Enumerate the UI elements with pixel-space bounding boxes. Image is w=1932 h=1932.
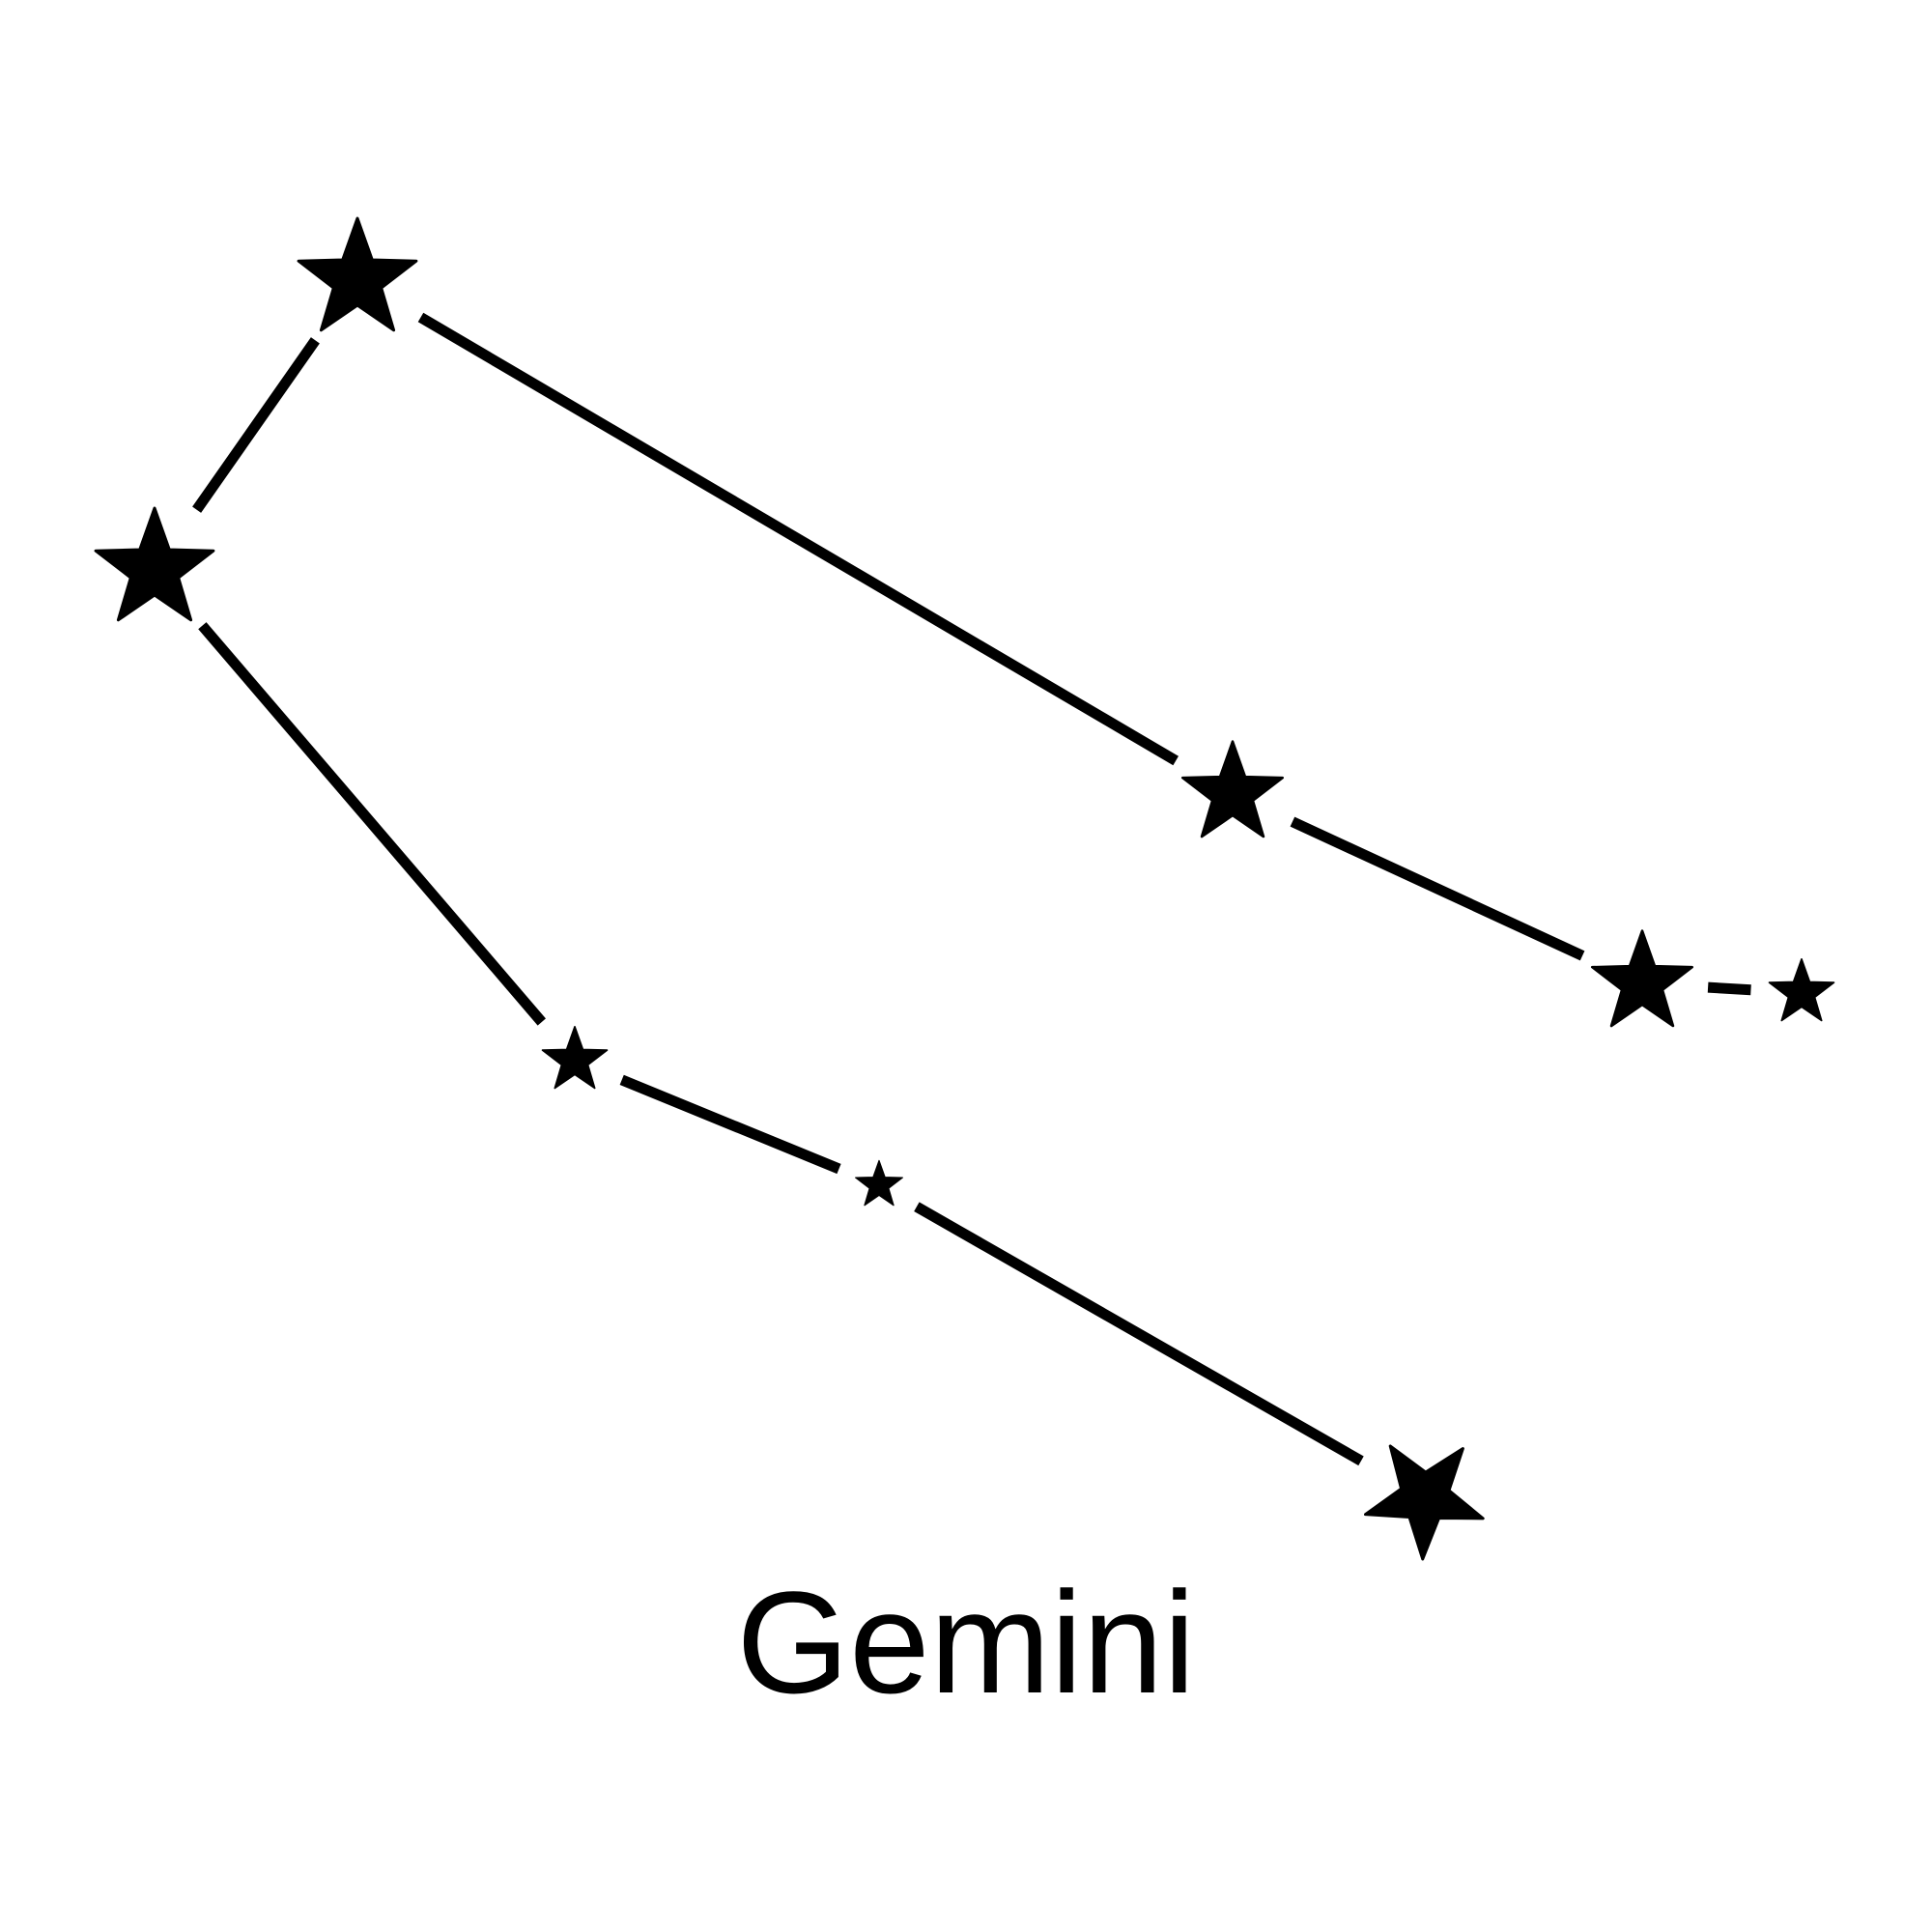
star-icon bbox=[297, 216, 418, 332]
star-icon bbox=[855, 1159, 903, 1207]
connection-line bbox=[1707, 981, 1751, 996]
connection-line bbox=[198, 622, 546, 1026]
constellation-title: Gemini bbox=[736, 1561, 1196, 1723]
star-icon bbox=[94, 506, 215, 622]
connection-line bbox=[914, 1202, 1364, 1466]
star-icon bbox=[1768, 957, 1835, 1022]
connection-line bbox=[192, 337, 320, 513]
connection-line bbox=[1290, 816, 1585, 961]
star-icon bbox=[541, 1025, 609, 1090]
star-icon bbox=[1363, 1444, 1485, 1561]
star-icon bbox=[1590, 929, 1694, 1028]
connection-line bbox=[619, 1074, 841, 1175]
constellation-lines bbox=[192, 312, 1751, 1466]
connection-line bbox=[417, 312, 1179, 766]
constellation-stars bbox=[94, 216, 1835, 1561]
star-icon bbox=[1180, 740, 1285, 838]
